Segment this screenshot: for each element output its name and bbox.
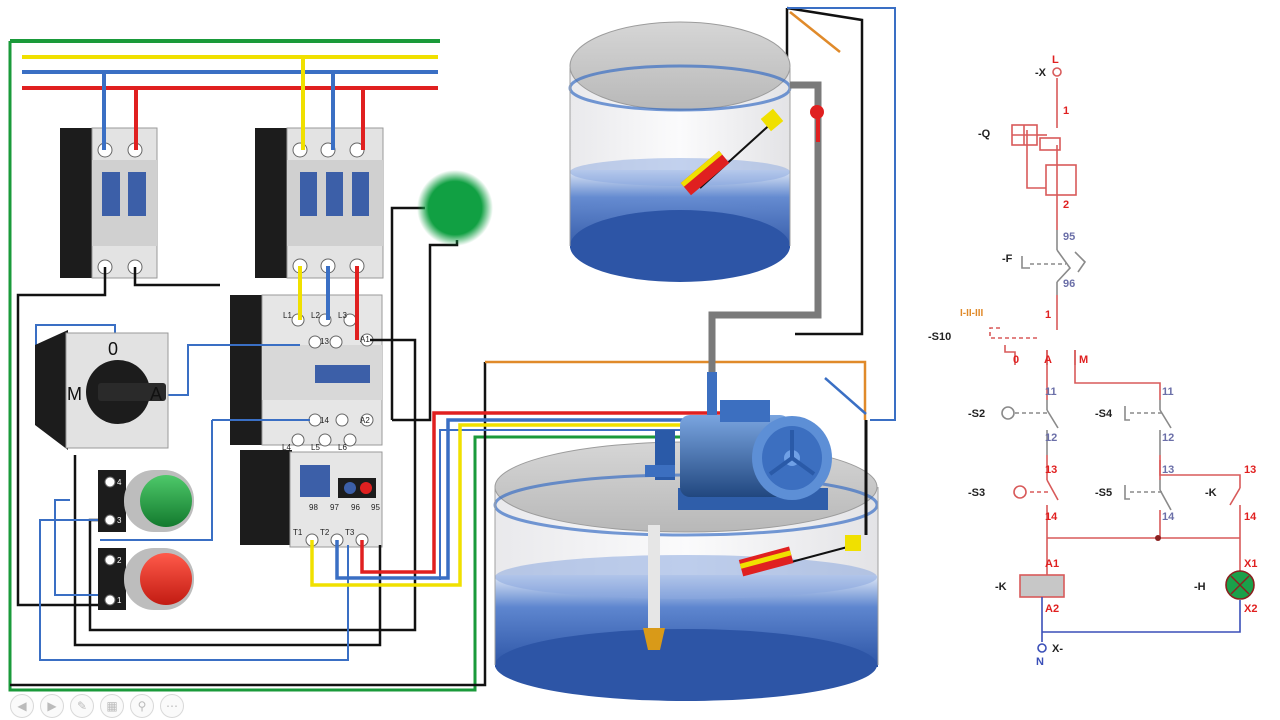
overload-relay[interactable]: 98 97 96 95 T1 T2 T3 [240,450,383,548]
term-4: 4 [117,478,122,487]
schem-n96: 96 [1063,278,1075,290]
term-L2: L2 [311,311,320,320]
schem-n13a: 13 [1045,464,1057,476]
schem-n14a: 14 [1045,511,1058,523]
schem-K-contact: -K [1205,487,1217,499]
neutral-wiring [35,7,896,661]
pump-motor [645,372,832,510]
schem-pos-M: M [1079,354,1088,366]
schem-n13b: 13 [1162,464,1174,476]
term-L3: L3 [338,311,347,320]
schem-pos-A: A [1044,354,1052,366]
lower-float-switch [738,535,861,577]
schem-X-bottom: X- [1052,643,1063,655]
schem-pos-0: 0 [1013,354,1019,366]
switch-pos-0: 0 [108,339,118,359]
more-icon[interactable]: ⋯ [160,694,184,718]
upper-tank [568,21,792,282]
term-L4: L4 [282,443,291,452]
schem-n12a: 12 [1045,432,1057,444]
term-2: 2 [117,556,122,565]
pipe [708,81,822,372]
schem-n14c: 14 [1244,511,1257,523]
schem-A1: A1 [1045,558,1059,570]
slideshow-toolbar: ◀ ▶ ✎ ▦ ⚲ ⋯ [0,692,270,720]
schem-S4: -S4 [1095,408,1113,420]
selector-switch[interactable]: 0 M A [35,330,169,450]
term-A2: A2 [360,416,370,425]
zoom-icon[interactable]: ⚲ [130,694,154,718]
upper-float-switch [680,108,784,196]
schem-X1: X1 [1244,558,1257,570]
term-T3: T3 [345,528,355,537]
forward-icon[interactable]: ▶ [40,694,64,718]
indicator-lamp [417,170,493,246]
term-T1: T1 [293,528,303,537]
schem-S5: -S5 [1095,487,1112,499]
term-L1: L1 [283,311,292,320]
term-1: 1 [117,596,122,605]
schem-F: -F [1002,253,1013,265]
slides-icon[interactable]: ▦ [100,694,124,718]
term-T2: T2 [320,528,330,537]
schem-N: N [1036,656,1044,668]
term-98: 98 [309,503,318,512]
schem-X-top: -X [1035,67,1047,79]
term-L5: L5 [311,443,320,452]
stop-button[interactable]: 2 1 [98,548,194,610]
supply-bus [8,39,770,692]
schem-n2: 2 [1063,199,1069,211]
switch-pos-a: A [150,384,162,404]
schem-n95: 95 [1063,231,1075,243]
schem-n12b: 12 [1162,432,1174,444]
schem-n13c: 13 [1244,464,1256,476]
schem-H: -H [1194,581,1206,593]
schem-K-coil: -K [995,581,1007,593]
term-3: 3 [117,516,122,525]
schem-L: L [1052,54,1059,66]
term-97: 97 [330,503,339,512]
term-A1: A1 [360,335,370,344]
schem-n1b: 1 [1045,309,1051,321]
contactor[interactable]: L1 L2 L3 A1 13 14 A2 L4 L5 L6 [230,294,383,452]
term-14: 14 [320,416,329,425]
pen-icon[interactable]: ✎ [70,694,94,718]
term-13: 13 [320,337,329,346]
schem-A2: A2 [1045,603,1059,615]
schem-S2: -S2 [968,408,985,420]
back-icon[interactable]: ◀ [10,694,34,718]
term-96: 96 [351,503,360,512]
start-button[interactable]: 4 3 [98,470,194,532]
schem-X2: X2 [1244,603,1257,615]
schem-n11b: 11 [1162,386,1174,398]
ladder-schematic: L -X 1 -Q 2 95 -F 96 1 I-II-III -S10 0 A… [928,54,1257,668]
breaker-3pole[interactable] [255,127,384,279]
schem-Q: -Q [978,128,991,140]
switch-pos-m: M [67,384,82,404]
term-95: 95 [371,503,380,512]
schem-n11a: 11 [1045,386,1057,398]
schem-n14b: 14 [1162,511,1175,523]
schem-n1: 1 [1063,105,1069,117]
schem-S3: -S3 [968,487,985,499]
breaker-2pole[interactable] [60,127,158,279]
schem-S10: -S10 [928,331,951,343]
schem-S10-positions: I-II-III [960,308,984,319]
term-L6: L6 [338,443,347,452]
